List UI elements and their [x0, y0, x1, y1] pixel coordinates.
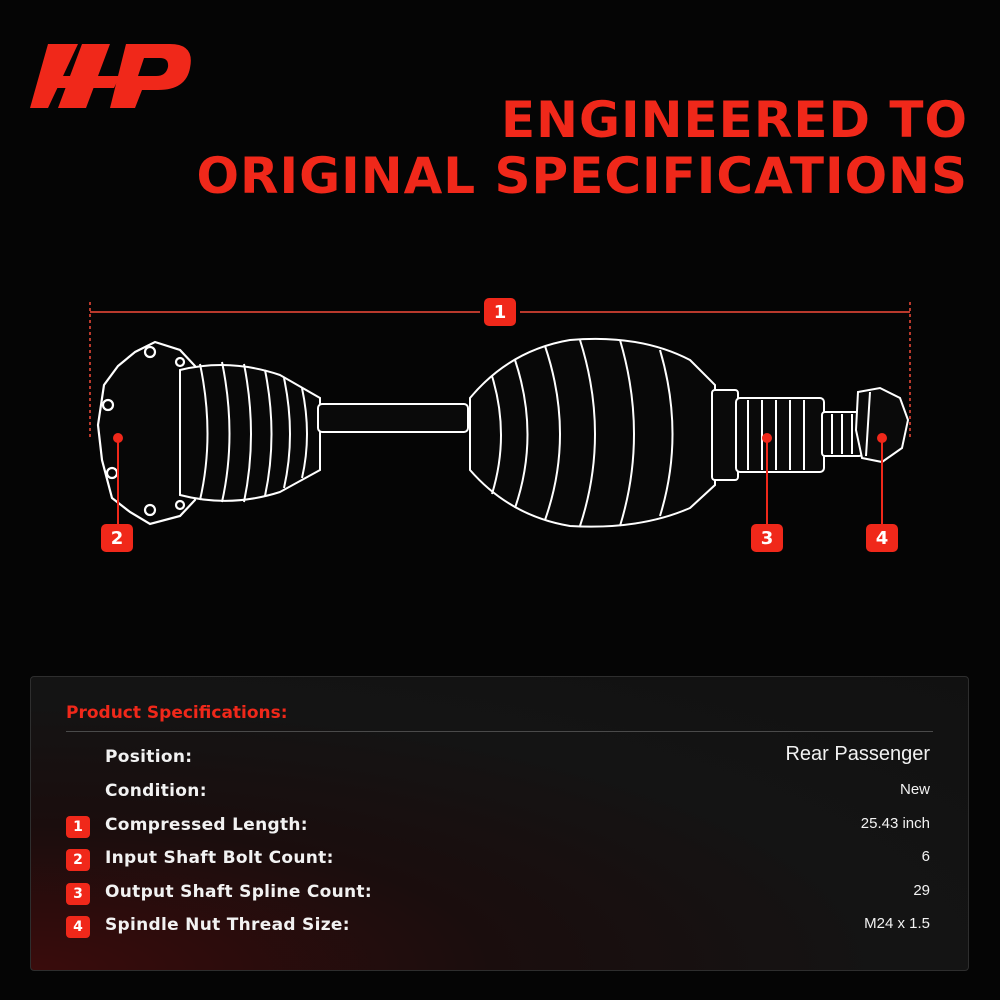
- spec-number-badge: 2: [66, 849, 90, 871]
- spec-value: 6: [921, 848, 930, 865]
- spec-value: M24 x 1.5: [864, 915, 930, 932]
- spec-label: Output Shaft Spline Count:: [105, 882, 372, 902]
- axle-shaft: [317, 403, 469, 433]
- spec-row-position: Position: Rear Passenger: [66, 743, 930, 775]
- output-spline: [711, 389, 863, 481]
- spec-row-input-bolt-count: 2 Input Shaft Bolt Count: 6: [66, 848, 930, 876]
- inner-flange: [96, 340, 197, 526]
- spec-label: Position:: [105, 747, 193, 767]
- inner-boot: [179, 361, 321, 503]
- callout-1: 1: [484, 298, 516, 326]
- spindle-nut: [854, 386, 910, 464]
- spec-value: Rear Passenger: [785, 743, 930, 765]
- headline: ENGINEERED TO ORIGINAL SPECIFICATIONS: [8, 92, 968, 204]
- spec-label: Condition:: [105, 781, 207, 801]
- cv-axle-drawing: [89, 302, 911, 528]
- spec-value: 25.43 inch: [860, 815, 930, 832]
- spec-label: Compressed Length:: [105, 815, 308, 835]
- spec-number-badge: 1: [66, 816, 90, 838]
- spec-number-badge: 4: [66, 916, 90, 938]
- spec-row-compressed-length: 1 Compressed Length: 25.43 inch: [66, 815, 930, 843]
- specifications-title: Product Specifications:: [66, 703, 288, 723]
- headline-line-1: ENGINEERED TO: [501, 91, 968, 149]
- callout-3: 3: [751, 524, 783, 552]
- outer-boot: [469, 337, 716, 528]
- length-dimension-line: [89, 302, 911, 440]
- spec-value: New: [899, 781, 930, 798]
- specifications-divider: [66, 731, 933, 732]
- spec-label: Spindle Nut Thread Size:: [105, 915, 350, 935]
- spec-label: Input Shaft Bolt Count:: [105, 848, 334, 868]
- spec-row-condition: Condition: New: [66, 781, 930, 809]
- spec-row-output-spline-count: 3 Output Shaft Spline Count: 29: [66, 882, 930, 910]
- callout-2: 2: [101, 524, 133, 552]
- specifications-panel: Product Specifications: Position: Rear P…: [30, 676, 969, 971]
- callout-4: 4: [866, 524, 898, 552]
- spec-number-badge: 3: [66, 883, 90, 905]
- brand-logo: [30, 44, 191, 108]
- headline-line-2: ORIGINAL SPECIFICATIONS: [196, 147, 968, 205]
- spec-row-nut-thread-size: 4 Spindle Nut Thread Size: M24 x 1.5: [66, 915, 930, 943]
- spec-value: 29: [913, 882, 930, 899]
